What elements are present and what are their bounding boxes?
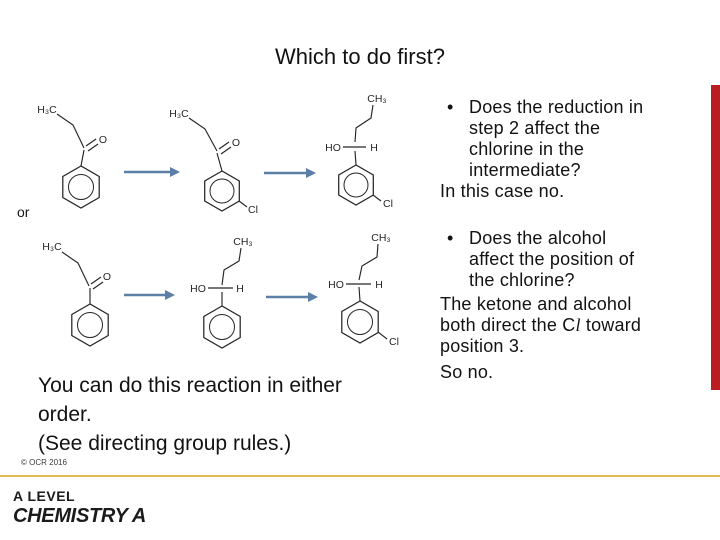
molecule-acetophenone-bottom: H₃C O: [42, 241, 111, 347]
page-title: Which to do first?: [275, 44, 445, 69]
oxygen-label: O: [232, 137, 240, 149]
right-accent-bar: [711, 85, 720, 390]
hydroxyl-label: HO: [190, 283, 206, 295]
divider-line: [0, 475, 720, 477]
oxygen-label: O: [103, 271, 111, 283]
chlorine-symbol: Cl: [562, 315, 581, 335]
answer-reduction: In this case no.: [440, 181, 565, 201]
molecule-chlorophenyl-ethanol-top: CH₃ HO H Cl: [325, 93, 393, 210]
molecule-phenylethanol: CH₃ HO H: [190, 236, 253, 349]
molecule-chlorophenyl-ethanol-bottom: CH₃ HO H Cl: [328, 232, 399, 348]
brand-level-text: A LEVEL: [13, 488, 76, 504]
hydrogen-label: H: [370, 142, 378, 154]
reaction-arrow-4: [266, 292, 318, 302]
bullet-column: • Does the reduction in step 2 affect th…: [440, 97, 718, 383]
bullet-reduction-text: Does the reduction in step 2 affect the …: [469, 97, 644, 180]
reaction-scheme: H₃C O H₃C O Cl: [37, 93, 399, 349]
molecule-acetophenone-top: H₃C O: [37, 104, 107, 209]
hydrogen-label: H: [375, 279, 383, 291]
chlorine-label: Cl: [248, 204, 258, 216]
bullet-alcohol: • Does the alcohol affect the position o…: [440, 228, 718, 291]
chlorine-label: Cl: [389, 336, 399, 348]
or-label: or: [17, 204, 30, 220]
answer-alcohol: The ketone and alcohol both direct the C…: [440, 294, 642, 356]
molecule-chloroacetophenone: H₃C O Cl: [169, 108, 258, 216]
answer-conclusion: So no.: [440, 362, 494, 382]
brand-name-text: CHEMISTRY A: [13, 505, 147, 527]
chlorine-label: Cl: [383, 198, 393, 210]
methyl-label: CH₃: [371, 232, 390, 244]
hydroxyl-label: HO: [325, 142, 341, 154]
reaction-arrow-3: [124, 290, 175, 300]
hydrogen-label: H: [236, 283, 244, 295]
brand-logo: A LEVEL CHEMISTRY A: [13, 488, 146, 528]
methyl-label: CH₃: [367, 93, 386, 105]
oxygen-label: O: [99, 134, 107, 146]
either-order-note: You can do this reaction in either order…: [38, 374, 342, 455]
reaction-arrow-1: [124, 167, 180, 177]
methyl-label: H₃C: [169, 108, 189, 120]
bullet-alcohol-text: Does the alcohol affect the position of …: [469, 228, 635, 290]
methyl-label: CH₃: [233, 236, 252, 248]
hydroxyl-label: HO: [328, 279, 344, 291]
bullet-reduction: • Does the reduction in step 2 affect th…: [440, 97, 718, 181]
reaction-arrow-2: [264, 168, 316, 178]
methyl-label: H₃C: [37, 104, 57, 116]
copyright-text: © OCR 2016: [21, 458, 67, 467]
bullet-marker: •: [447, 228, 454, 248]
bullet-marker: •: [447, 97, 454, 117]
methyl-label: H₃C: [42, 241, 62, 253]
